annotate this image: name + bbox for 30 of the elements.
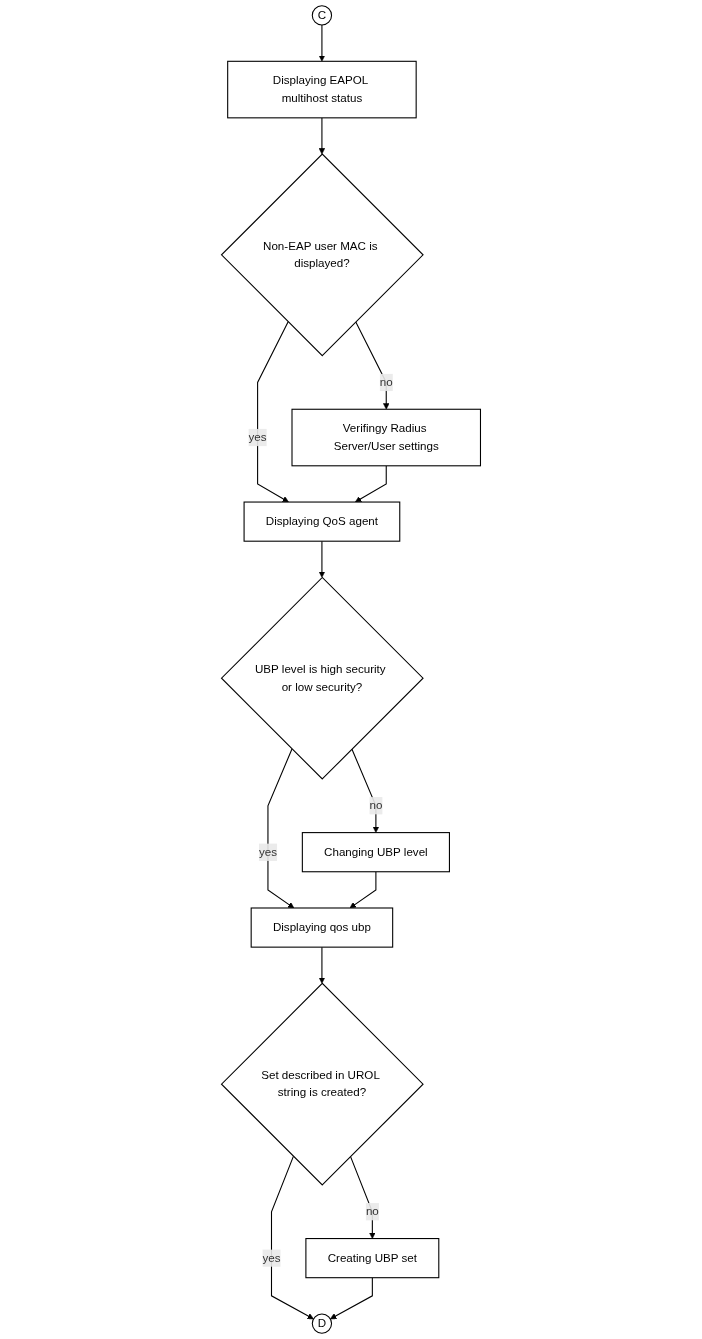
- arrow: [351, 748, 380, 833]
- node-box: Displaying EAPOL multihost status: [227, 60, 417, 119]
- arrow: [355, 321, 390, 410]
- arrow: [349, 871, 377, 909]
- arrow: [355, 465, 387, 503]
- arrow: [257, 321, 289, 503]
- edge-label: no: [379, 375, 393, 389]
- arrow: [318, 117, 326, 155]
- node-box: Displaying QoS agent: [243, 501, 401, 542]
- arrow: [318, 946, 326, 984]
- edge-label: yes: [262, 1251, 281, 1264]
- node-box: Displaying qos ubp: [250, 907, 394, 948]
- node-box: Verifingy Radius Server/User settings: [291, 408, 482, 467]
- arrow: [270, 1155, 314, 1320]
- edge-label: no: [365, 1205, 379, 1218]
- node-diamond: UBP level is high security or low security?: [220, 576, 424, 780]
- node-box: Changing UBP level: [301, 832, 450, 873]
- arrow: [318, 540, 326, 578]
- node-box: Creating UBP set: [305, 1238, 440, 1279]
- node-circle: C: [311, 5, 333, 26]
- node-diamond: Set described in UROL string is created?: [220, 982, 424, 1186]
- edge-label: no: [369, 799, 383, 812]
- arrow: [267, 748, 295, 909]
- node-diamond: Non-EAP user MAC is displayed?: [220, 153, 424, 357]
- arrow: [318, 24, 326, 62]
- edge-label: yes: [248, 431, 267, 444]
- arrow: [330, 1277, 373, 1320]
- arrow: [349, 1155, 376, 1239]
- edge-label: yes: [258, 845, 277, 858]
- node-circle: D: [311, 1313, 333, 1334]
